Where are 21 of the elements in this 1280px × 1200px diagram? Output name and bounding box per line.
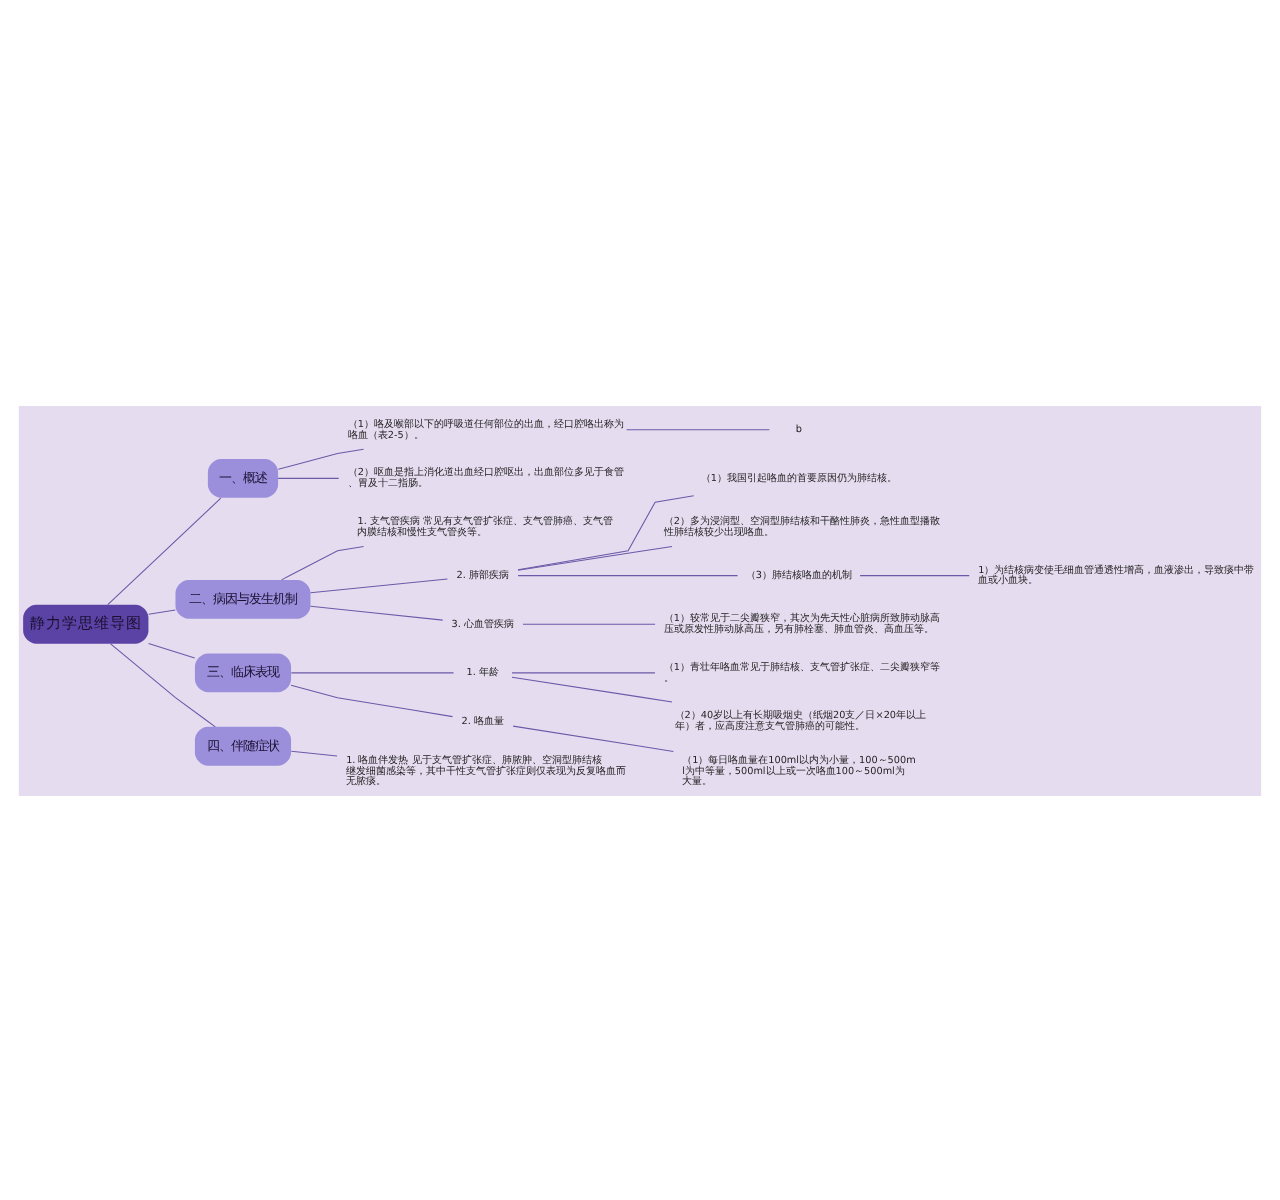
- connector: [148, 608, 176, 614]
- connector: [517, 574, 739, 576]
- connector: [310, 577, 448, 593]
- connector: [290, 683, 454, 717]
- connector: [522, 622, 656, 624]
- connector: [512, 724, 674, 751]
- connector: [310, 604, 444, 620]
- connector: [277, 476, 340, 478]
- connector: [626, 428, 770, 430]
- connector: [148, 642, 196, 658]
- connector: [280, 544, 365, 580]
- connector: [511, 675, 673, 702]
- connector: [517, 494, 695, 570]
- connector: [290, 749, 338, 756]
- connector: [110, 642, 216, 727]
- connector: [290, 671, 455, 673]
- connector: [511, 671, 656, 673]
- connector: [277, 447, 365, 469]
- connector: [859, 574, 970, 576]
- connector: [107, 496, 222, 605]
- connector: [517, 544, 673, 570]
